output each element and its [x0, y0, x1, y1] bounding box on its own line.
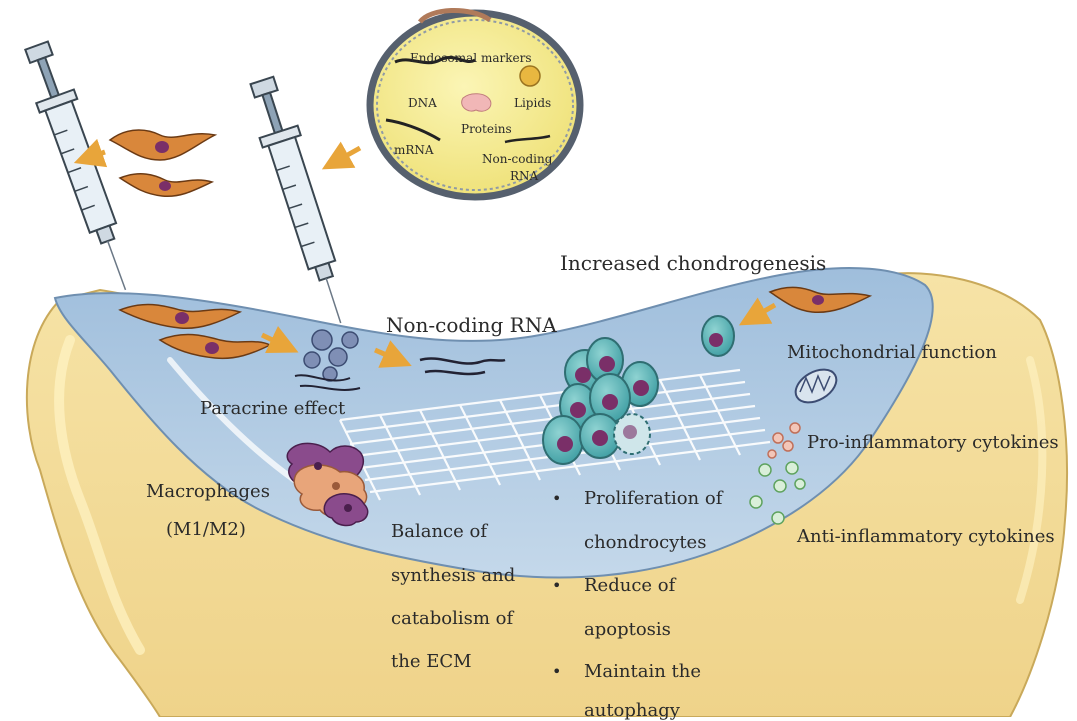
label-anti-inflammatory: Anti-inflammatory cytokines [797, 526, 1055, 547]
rna-strands-left [294, 374, 361, 391]
mitochondrion [794, 368, 838, 404]
label-noncoding-line1: Non-coding [482, 152, 553, 166]
anti-inflammatory-dots [749, 461, 806, 525]
pro-inflammatory-dots [767, 422, 801, 459]
extracellular-vesicle [366, 8, 584, 201]
effect-3-line-1: Maintain the [584, 661, 702, 682]
label-proteins: Proteins [461, 122, 512, 136]
effect-1-line-2: chondrocytes [584, 532, 707, 553]
label-non-coding-rna: Non-coding RNA [386, 313, 557, 337]
effect-1-line-1: Proliferation of [584, 488, 723, 509]
label-dna: DNA [408, 96, 437, 110]
label-macrophages: Macrophages [146, 481, 270, 502]
effect-3-line-2: autophagy [584, 700, 680, 721]
bullet-2: • [552, 576, 562, 595]
arrow-msc-to-paracrine [260, 325, 299, 354]
ecm-balance-line-4: the ECM [391, 651, 472, 672]
label-paracrine-effect: Paracrine effect [200, 398, 346, 419]
msc-cell-cartilage-1 [118, 303, 243, 330]
bone-highlight-right [1016, 356, 1047, 604]
label-endosomal-markers: Endosomal markers [410, 51, 532, 65]
effect-2-line-1: Reduce of [584, 575, 676, 596]
msc-cell-top-1 [108, 129, 218, 161]
label-lipids: Lipids [514, 96, 552, 110]
msc-cell-top-2 [118, 173, 215, 198]
label-mitochondrial-function: Mitochondrial function [787, 342, 997, 363]
syringe-left [24, 40, 127, 291]
label-mrna: mRNA [394, 143, 434, 157]
label-increased-chondrogenesis: Increased chondrogenesis [560, 251, 827, 275]
msc-cell-right [768, 286, 873, 314]
ecm-balance-line-2: synthesis and [391, 565, 516, 586]
label-noncoding-line2: RNA [510, 169, 539, 183]
effect-2-line-2: apoptosis [584, 619, 671, 640]
bone-highlight [54, 335, 145, 655]
arrow-to-syringe-right [321, 141, 362, 170]
non-coding-rna-strands [419, 357, 506, 376]
macrophage-cluster [286, 442, 369, 527]
chondrocyte-nuclei [557, 333, 723, 452]
ecm-balance-line-1: Balance of [391, 521, 487, 542]
arrow-paracrine-to-rna [374, 340, 412, 368]
label-macrophages-type: (M1/M2) [166, 519, 246, 540]
arrow-msc-to-chondrocyte [738, 297, 777, 326]
bullet-3: • [552, 662, 562, 681]
bullet-1: • [552, 489, 562, 508]
syringe-right [249, 75, 342, 324]
paracrine-vesicles [303, 329, 359, 382]
arrow-to-syringe-left [73, 138, 108, 168]
label-pro-inflammatory: Pro-inflammatory cytokines [807, 432, 1059, 453]
ecm-balance-line-3: catabolism of [391, 608, 514, 629]
